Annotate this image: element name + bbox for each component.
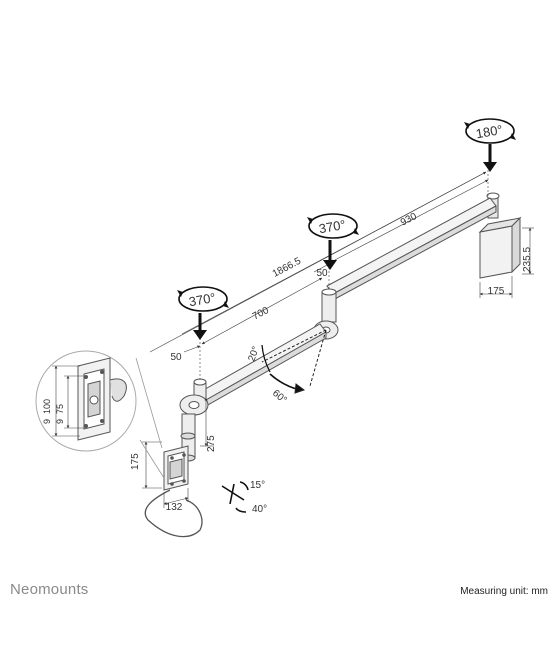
arm-dimension-lines <box>149 170 489 380</box>
dim-pole-height: 275 <box>206 435 217 452</box>
dim-vesa-75: 75 <box>55 404 65 414</box>
cable-loop <box>144 489 203 538</box>
rotation-label-middle: 370° <box>318 217 347 236</box>
rotation-label-front: 370° <box>188 290 217 309</box>
angle-arm-down: 60° <box>270 388 289 406</box>
dim-plate-height: 175 <box>130 453 141 470</box>
dim-vesa-75-prefix: 9 <box>55 419 65 424</box>
dim-total-length: 1866.5 <box>271 256 304 280</box>
dim-offset-top: 50 <box>316 268 328 279</box>
dim-offset-left: 50 <box>170 352 182 363</box>
plate-dimension-lines <box>142 397 214 508</box>
rotation-indicator-front <box>177 286 229 340</box>
rotation-label-wall: 180° <box>475 122 504 141</box>
wall-dimension-lines <box>479 227 534 298</box>
dim-wall-height: 235.5 <box>522 247 533 272</box>
angle-tilt: 15° <box>250 480 265 491</box>
tilt-swivel-indicator <box>221 481 249 513</box>
arm-angle-indicator <box>261 329 327 394</box>
dim-vesa-100: 100 <box>42 399 52 414</box>
rotation-indicator-middle <box>307 213 359 270</box>
dim-arm-long: 930 <box>399 211 419 229</box>
brand-logo: Neomounts <box>10 581 89 598</box>
dim-plate-width: 132 <box>166 502 183 513</box>
angle-arm-up: 20° <box>246 345 262 363</box>
dim-vesa-100-prefix: 9 <box>42 419 52 424</box>
angle-swivel: 40° <box>252 504 267 515</box>
arm-segment-short <box>199 323 327 407</box>
vesa-detail-callout <box>35 350 165 479</box>
dim-wall-width: 175 <box>488 286 505 297</box>
vesa-plate <box>163 445 189 491</box>
rotation-indicator-wall <box>464 118 516 172</box>
measuring-unit-note: Measuring unit: mm <box>460 586 548 597</box>
